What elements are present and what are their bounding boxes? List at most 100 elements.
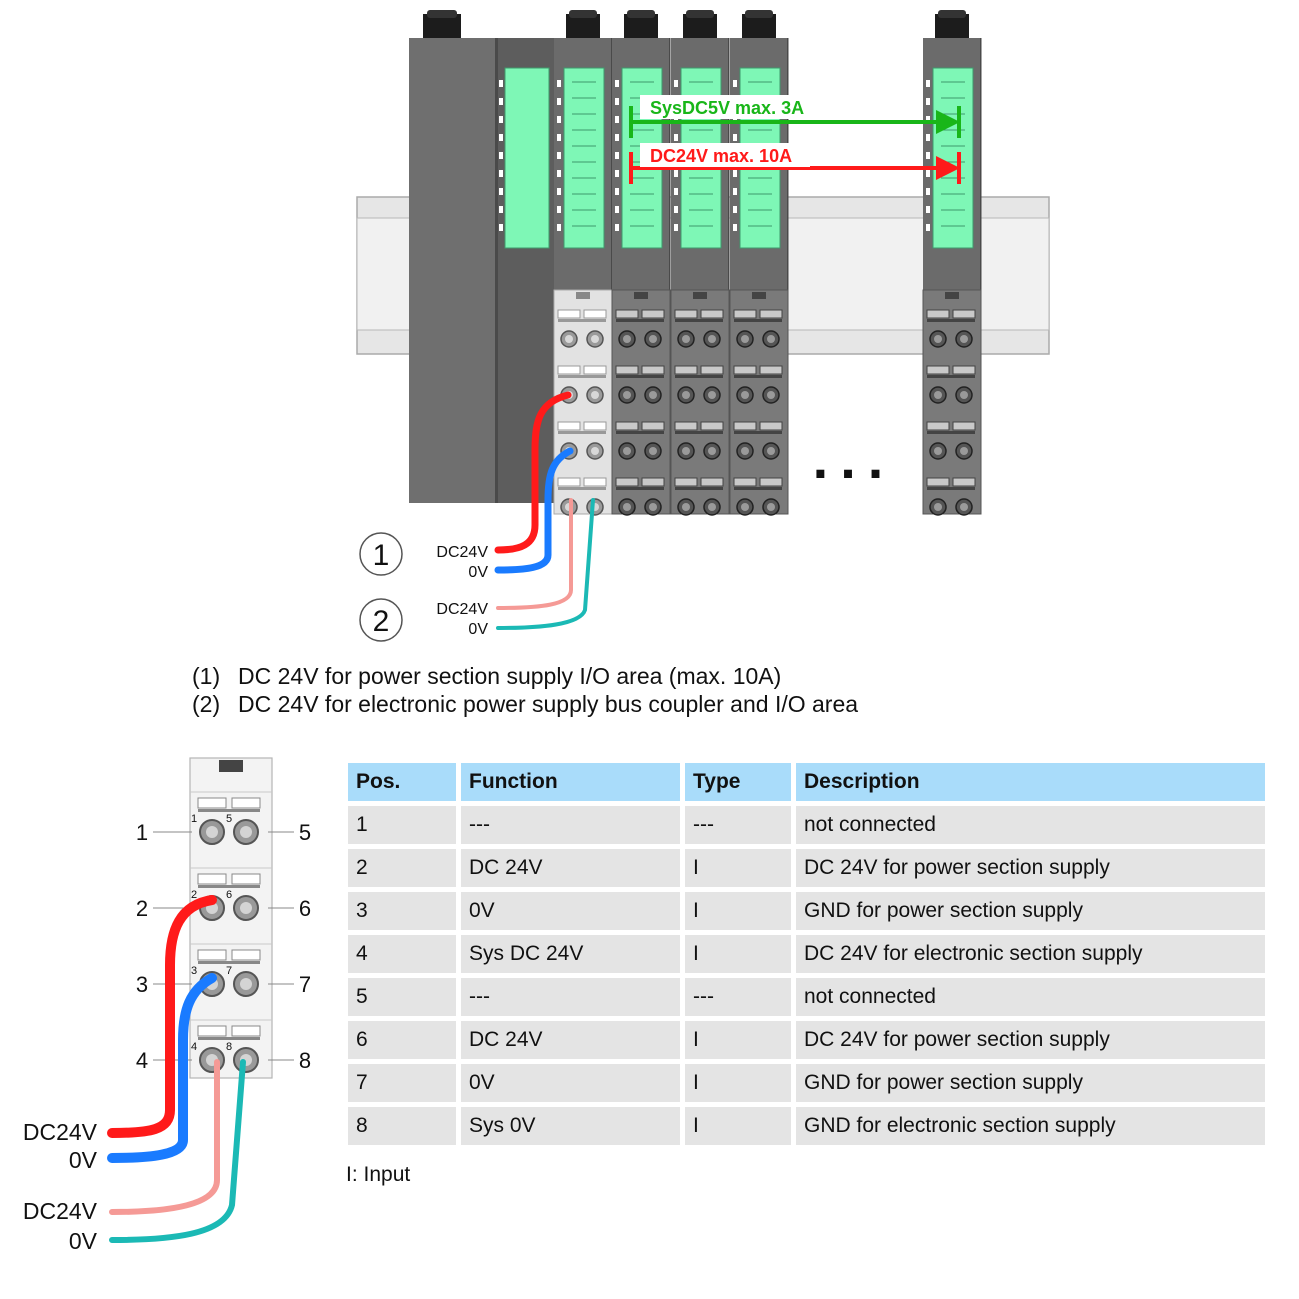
- slot-number: 5: [226, 813, 232, 825]
- caption-1-text: DC 24V for power section supply I/O area…: [238, 663, 782, 689]
- cell-pos: 4: [348, 935, 456, 973]
- wire-label-dc24v-2: DC24V: [436, 601, 488, 618]
- pin-number-1: 1: [136, 820, 148, 845]
- wire-red-terminal: [107, 895, 217, 1138]
- terminal-block: [729, 289, 789, 516]
- cell-function: ---: [461, 978, 680, 1016]
- caption-2: (2) DC 24V for electronic power supply bu…: [192, 691, 858, 717]
- wire-pink-terminal: [109, 1059, 220, 1215]
- slot-number: 3: [191, 965, 197, 977]
- cell-type: I: [685, 849, 791, 887]
- caption-1: (1) DC 24V for power section supply I/O a…: [192, 663, 781, 689]
- caption-1-number: (1): [192, 663, 221, 689]
- caption-2-text: DC 24V for electronic power supply bus c…: [238, 691, 859, 717]
- slot-number: 4: [191, 1041, 197, 1053]
- dc24v-label: DC24V max. 10A: [650, 146, 792, 166]
- footnote: I: Input: [346, 1163, 411, 1186]
- ellipsis: ...: [813, 427, 896, 490]
- cell-function: DC 24V: [461, 1021, 680, 1059]
- io-module: [554, 10, 613, 296]
- cell-type: I: [685, 1021, 791, 1059]
- cell-function: Sys 0V: [461, 1107, 680, 1145]
- bus-coupler-module: [409, 10, 554, 503]
- terminal-block: [611, 289, 671, 516]
- cell-description: GND for power section supply: [796, 1064, 1265, 1102]
- wire-label-dc24v-1: DC24V: [436, 544, 488, 561]
- cell-function: Sys DC 24V: [461, 935, 680, 973]
- wire-label-0v-1: 0V: [468, 564, 488, 581]
- terminal-blocks: [553, 289, 982, 516]
- left-pin-numbers: 1 2 3 4: [136, 820, 148, 1073]
- io-module: [923, 10, 982, 296]
- cell-pos: 8: [348, 1107, 456, 1145]
- cell-type: ---: [685, 978, 791, 1016]
- sysdc-label: SysDC5V max. 3A: [650, 98, 804, 118]
- cell-type: I: [685, 1107, 791, 1145]
- wire-blue-terminal: [107, 973, 217, 1163]
- wire-teal-top: [496, 498, 595, 630]
- header-pos: Pos.: [348, 763, 456, 801]
- pin-number-5: 5: [299, 820, 311, 845]
- cell-description: DC 24V for power section supply: [796, 1021, 1265, 1059]
- right-pin-numbers: 5 6 7 8: [299, 820, 311, 1073]
- cell-function: DC 24V: [461, 849, 680, 887]
- cell-function: 0V: [461, 892, 680, 930]
- cell-description: GND for power section supply: [796, 892, 1265, 930]
- wire-blue-top: [494, 447, 574, 574]
- caption-2-number: (2): [192, 691, 221, 717]
- module-assembly-diagram: ... SysDC5V max. 3A DC24V max. 10A 1 2 D…: [356, 10, 1050, 642]
- cell-description: not connected: [796, 978, 1265, 1016]
- term-wire-label-0v-1: 0V: [69, 1147, 98, 1173]
- sysdc-bus-arrow: SysDC5V max. 3A: [629, 95, 961, 138]
- pin-number-3: 3: [136, 972, 148, 997]
- cell-function: ---: [461, 806, 680, 844]
- io-modules: [499, 10, 982, 296]
- slot-number: 6: [226, 889, 232, 901]
- slot-number: 2: [191, 889, 197, 901]
- term-wire-label-dc24v-1: DC24V: [23, 1119, 98, 1145]
- term-wire-label-dc24v-2: DC24V: [23, 1198, 98, 1224]
- wire-red-top: [494, 391, 572, 554]
- marker-2: 2: [359, 598, 403, 642]
- cell-description: DC 24V for power section supply: [796, 849, 1265, 887]
- table-row: 5------not connected: [348, 978, 1265, 1016]
- wire-pink-top: [496, 498, 573, 610]
- svg-text:1: 1: [373, 539, 390, 572]
- slot-number: 8: [226, 1041, 232, 1053]
- terminal-block: [670, 289, 730, 516]
- terminal-block: [553, 289, 613, 516]
- cell-pos: 1: [348, 806, 456, 844]
- table-header-row: Pos. Function Type Description: [348, 763, 1265, 801]
- svg-text:2: 2: [373, 605, 390, 638]
- pin-number-6: 6: [299, 896, 311, 921]
- cell-pos: 2: [348, 849, 456, 887]
- header-description: Description: [796, 763, 1265, 801]
- wires-top: [494, 391, 595, 630]
- wires-terminal: [107, 895, 246, 1243]
- cell-pos: 3: [348, 892, 456, 930]
- header-function: Function: [461, 763, 680, 801]
- terminal-wire-labels: DC24V 0V DC24V 0V: [23, 1119, 98, 1254]
- cell-function: 0V: [461, 1064, 680, 1102]
- cell-type: I: [685, 935, 791, 973]
- cell-description: not connected: [796, 806, 1265, 844]
- slot-number: 1: [191, 813, 197, 825]
- cell-type: I: [685, 1064, 791, 1102]
- pin-number-8: 8: [299, 1048, 311, 1073]
- cell-pos: 7: [348, 1064, 456, 1102]
- wire-teal-terminal: [109, 1059, 246, 1243]
- wire-label-0v-2: 0V: [468, 621, 488, 638]
- cell-type: ---: [685, 806, 791, 844]
- table-row: 1------not connected: [348, 806, 1265, 844]
- marker-1: 1: [359, 532, 403, 576]
